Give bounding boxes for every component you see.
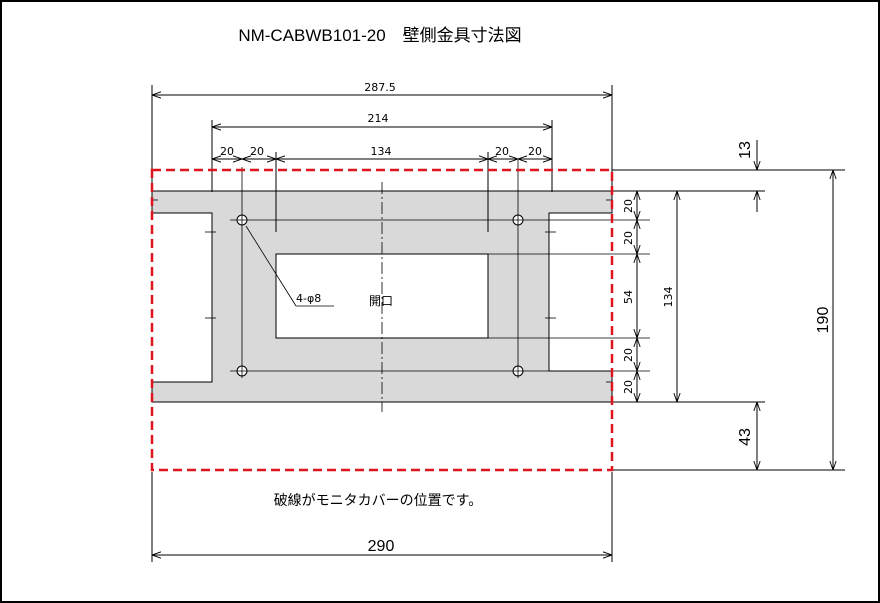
dim-top-width <box>151 85 613 198</box>
dim-label-hole-offset-1: 20 <box>220 145 234 158</box>
opening-label: 開口 <box>369 294 393 308</box>
dim-label-hole-offset-4: 20 <box>528 145 542 158</box>
dim-label-right-v-4: 20 <box>622 380 635 394</box>
dim-hole-row <box>212 152 552 232</box>
dim-label-right-v-1: 20 <box>622 199 635 213</box>
dim-label-bracket-height: 134 <box>662 287 675 308</box>
dim-label-total-height: 190 <box>815 307 832 334</box>
reference-lines <box>230 160 650 412</box>
dim-right-chain <box>612 190 690 403</box>
dim-label-top-margin: 13 <box>737 141 754 159</box>
dim-label-opening-width: 134 <box>371 145 392 158</box>
dim-label-cover-width: 290 <box>368 538 395 555</box>
monitor-cover-outline <box>150 168 614 472</box>
dim-cover-width <box>151 472 613 562</box>
plate-ticks <box>152 199 612 383</box>
dim-label-top-width: 287.5 <box>364 81 396 94</box>
dim-label-hole-offset-3: 20 <box>495 145 509 158</box>
dim-label-opening-height: 54 <box>622 290 635 304</box>
cover-note: 破線がモニタカバーの位置です。 <box>274 493 483 509</box>
drawing-title: NM-CABWB101-20 壁側金具寸法図 <box>238 26 521 45</box>
dim-label-bottom-margin: 43 <box>737 428 754 446</box>
dim-far-right <box>612 140 845 471</box>
dim-label-right-v-3: 20 <box>622 348 635 362</box>
dim-label-hole-offset-2: 20 <box>250 145 264 158</box>
hole-spec-label: 4-φ8 <box>296 292 321 305</box>
dim-label-right-v-2: 20 <box>622 231 635 245</box>
dim-label-inner-width: 214 <box>368 112 389 125</box>
hole-leader <box>245 225 334 307</box>
